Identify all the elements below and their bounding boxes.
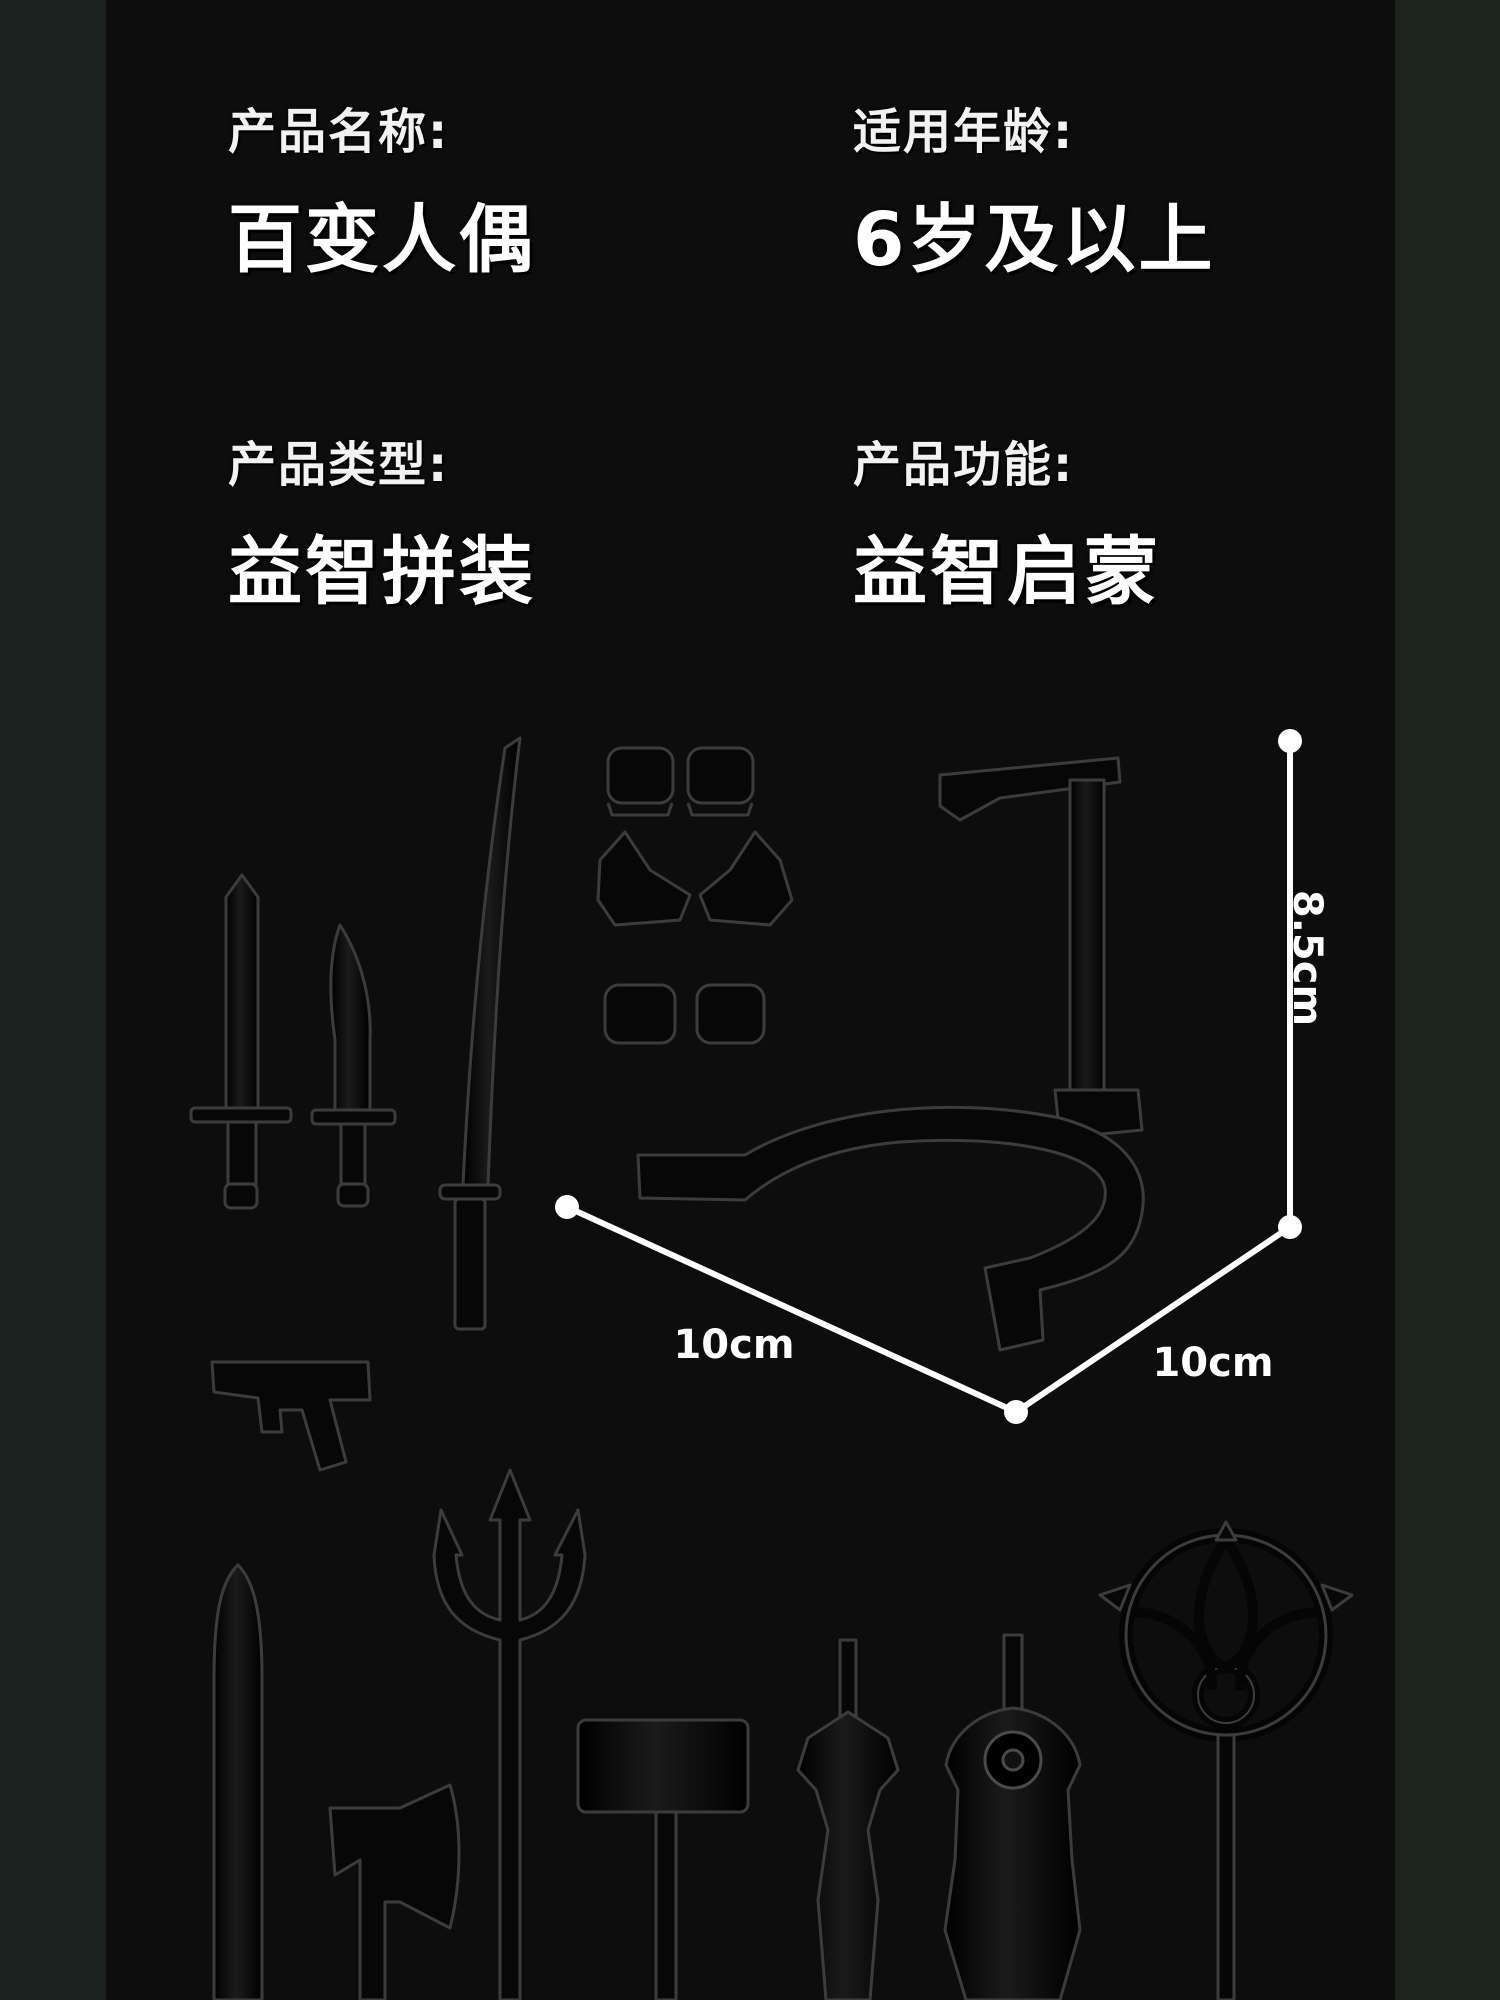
product-function-label: 产品功能:	[853, 437, 1075, 493]
hammer-icon	[576, 1718, 750, 2000]
right-background-strip	[1395, 0, 1500, 2000]
age-label: 适用年龄:	[853, 104, 1075, 160]
axe-icon	[328, 1783, 461, 2000]
left-background-strip	[0, 0, 106, 2000]
product-function-value: 益智启蒙	[853, 529, 1161, 615]
staff-icon	[1098, 1520, 1354, 2000]
product-name-label: 产品名称:	[228, 104, 450, 160]
width-left-dimension-label: 10cm	[673, 1322, 794, 1368]
height-dimension-label: 8.5cm	[1284, 890, 1330, 1026]
dagger-icon	[310, 923, 397, 1208]
product-type-label: 产品类型:	[228, 437, 450, 493]
width-right-dimension-label: 10cm	[1152, 1340, 1273, 1386]
longsword-icon	[189, 873, 293, 1210]
ornate-greatsword-icon	[943, 1633, 1082, 2000]
product-type-value: 益智拼装	[228, 529, 536, 615]
katana-icon	[438, 736, 522, 1331]
hand-pieces-icon	[596, 746, 794, 1045]
ornate-sword-icon	[796, 1638, 900, 2000]
blade-icon	[212, 1563, 264, 2000]
pistol-icon	[210, 1360, 372, 1472]
age-value: 6岁及以上	[853, 197, 1216, 283]
product-name-value: 百变人偶	[228, 197, 536, 283]
dimension-lines	[555, 729, 1302, 1424]
trident-icon	[432, 1468, 587, 2000]
display-stand-icon	[636, 756, 1145, 1352]
